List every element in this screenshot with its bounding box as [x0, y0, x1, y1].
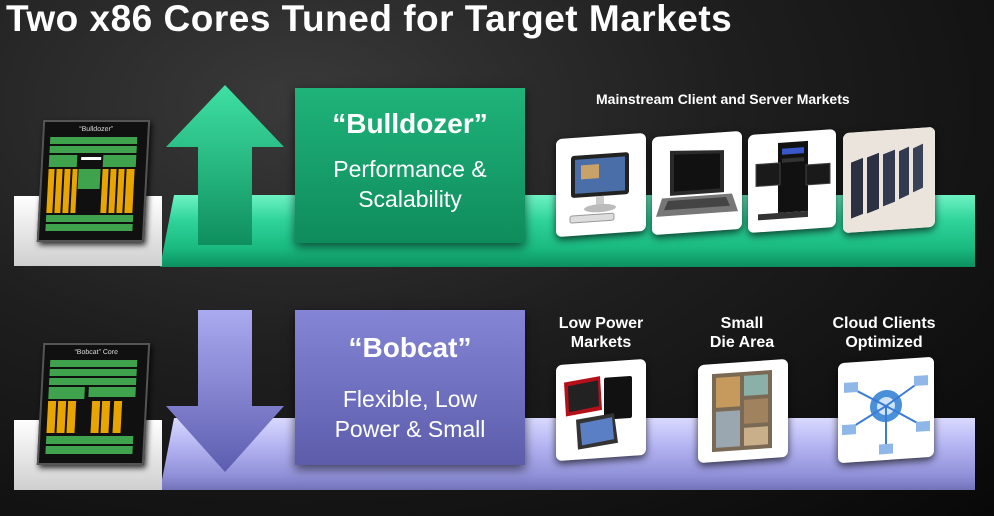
bulldozer-die-diagram-icon — [45, 137, 138, 231]
bobcat-desc-line1: Flexible, Low — [342, 386, 478, 412]
netbook-tablet-image — [556, 358, 646, 462]
desktop-monitor-image — [556, 132, 646, 238]
bobcat-desc-line2: Power & Small — [334, 416, 486, 442]
gaming-pc-image — [748, 128, 836, 234]
bobcat-label-small-die: Small Die Area — [690, 314, 794, 352]
laptop-image — [652, 130, 742, 236]
bobcat-die-diagram-icon — [45, 360, 138, 454]
bobcat-label-cloud: Cloud Clients Optimized — [818, 314, 950, 352]
bobcat-die-image: “Bobcat” Core — [36, 343, 151, 465]
down-arrow-icon — [166, 310, 284, 472]
bobcat-die-label: “Bobcat” Core — [74, 349, 119, 356]
up-arrow-icon — [166, 85, 284, 245]
bulldozer-name: “Bulldozer” — [332, 108, 488, 139]
bulldozer-desc-line2: Scalability — [358, 186, 462, 212]
bulldozer-die-label: “Bulldozer” — [79, 126, 114, 133]
bobcat-name: “Bobcat” — [348, 332, 472, 363]
low-power-line2: Markets — [570, 334, 632, 351]
bobcat-label-low-power: Low Power Markets — [544, 314, 658, 352]
small-die-line1: Small — [720, 315, 764, 332]
bulldozer-markets-title: Mainstream Client and Server Markets — [596, 91, 850, 107]
page-title: Two x86 Cores Tuned for Target Markets — [6, 0, 733, 39]
small-die-line2: Die Area — [709, 334, 775, 351]
die-shot-image — [698, 358, 788, 464]
cloud-line2: Optimized — [845, 334, 923, 351]
server-racks-image — [843, 126, 935, 234]
bulldozer-desc-line1: Performance & — [333, 156, 487, 182]
cloud-line1: Cloud Clients — [832, 315, 936, 332]
bobcat-box: “Bobcat” Flexible, Low Power & Small — [295, 310, 525, 465]
bulldozer-die-image: “Bulldozer” — [36, 120, 151, 242]
bulldozer-box: “Bulldozer” Performance & Scalability — [295, 88, 525, 243]
cloud-network-image — [838, 356, 934, 464]
low-power-line1: Low Power — [558, 315, 644, 332]
